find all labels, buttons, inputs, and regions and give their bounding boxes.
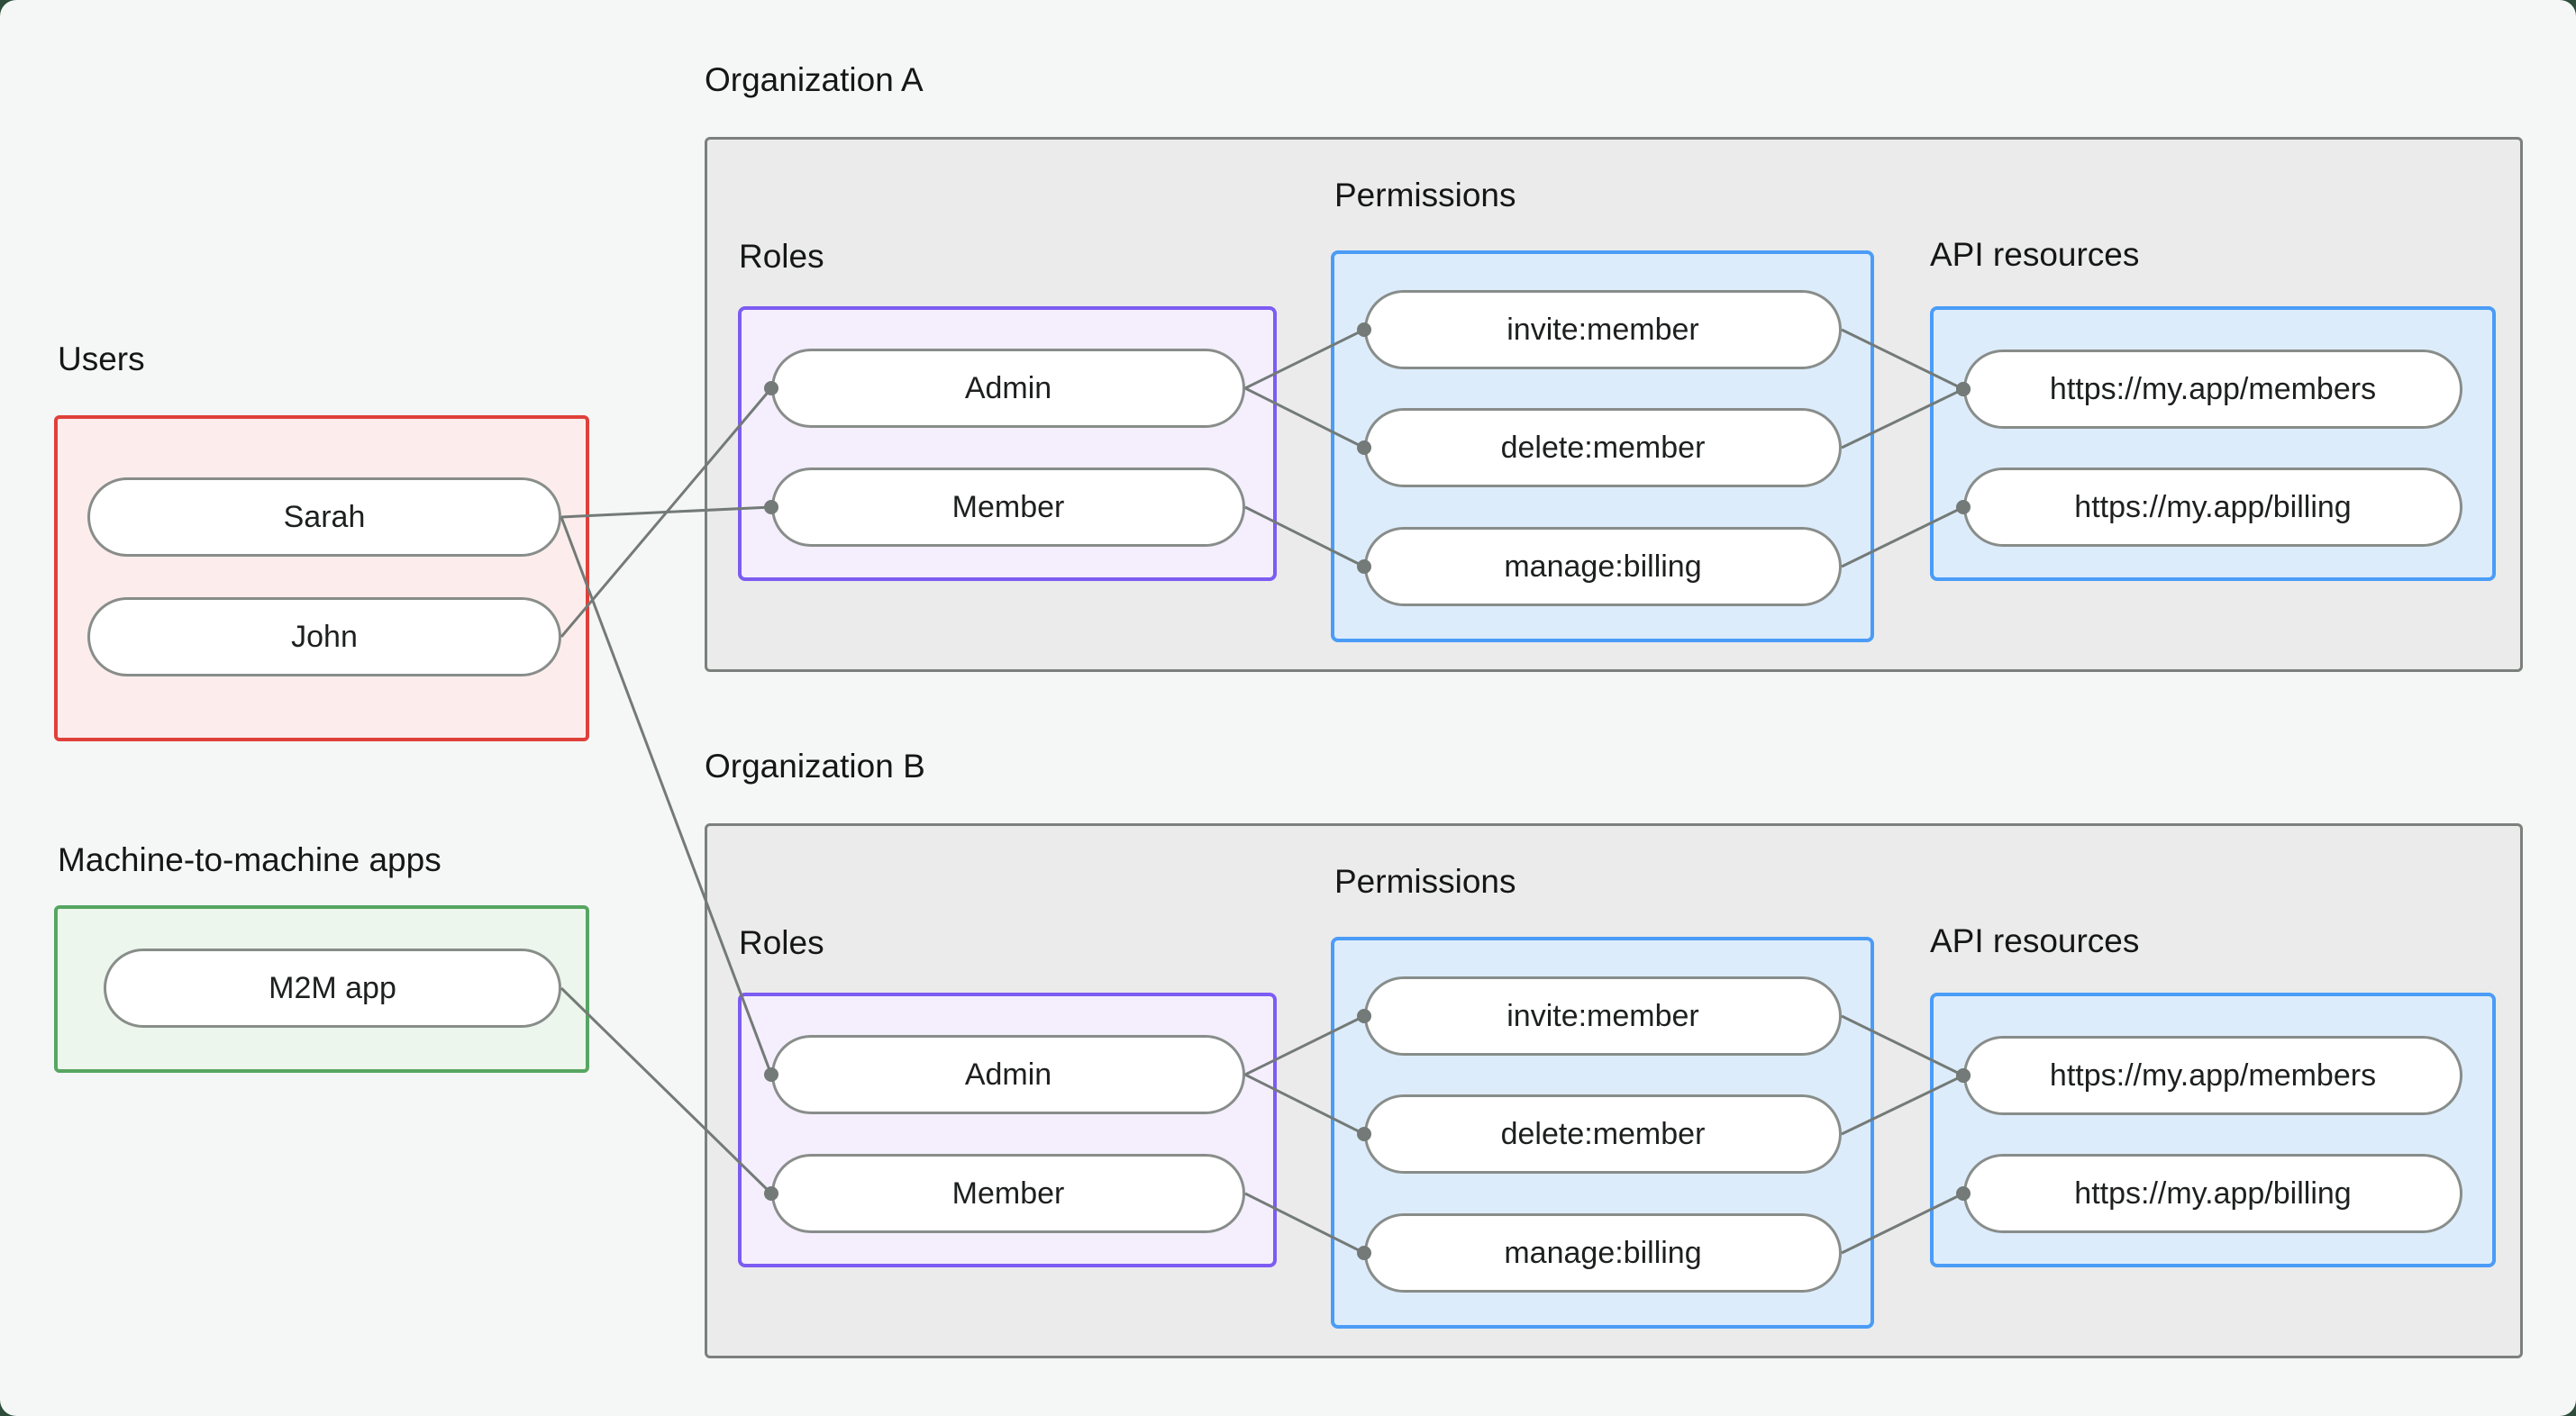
org-b-title: Organization B [705,748,925,785]
org-a-api-resources-title: API resources [1930,236,2140,273]
user-node-john: John [87,597,561,676]
users-group-box [54,415,589,741]
org-b-permissions-title: Permissions [1334,863,1516,900]
org-a-role-admin: Admin [771,349,1245,428]
org-a-permission-invite-member: invite:member [1364,290,1842,369]
org-b-roles-title: Roles [739,924,824,961]
org-b-permission-invite-member: invite:member [1364,976,1842,1056]
org-b-role-admin: Admin [771,1035,1245,1114]
user-node-sarah: Sarah [87,477,561,557]
org-a-roles-title: Roles [739,238,824,275]
org-b-api-billing: https://my.app/billing [1963,1154,2462,1233]
org-a-api-billing: https://my.app/billing [1963,467,2462,547]
org-a-permissions-title: Permissions [1334,177,1516,213]
users-section-title: Users [58,340,145,377]
org-b-permission-manage-billing: manage:billing [1364,1213,1842,1293]
org-b-role-member: Member [771,1154,1245,1233]
org-a-permission-delete-member: delete:member [1364,408,1842,487]
org-a-role-member: Member [771,467,1245,547]
org-a-api-members: https://my.app/members [1963,349,2462,429]
m2m-section-title: Machine-to-machine apps [58,841,441,878]
org-a-permission-manage-billing: manage:billing [1364,527,1842,606]
org-a-title: Organization A [705,61,924,98]
m2m-node-app: M2M app [104,949,561,1028]
org-b-api-resources-title: API resources [1930,922,2140,959]
org-b-api-members: https://my.app/members [1963,1036,2462,1115]
org-b-permission-delete-member: delete:member [1364,1094,1842,1174]
